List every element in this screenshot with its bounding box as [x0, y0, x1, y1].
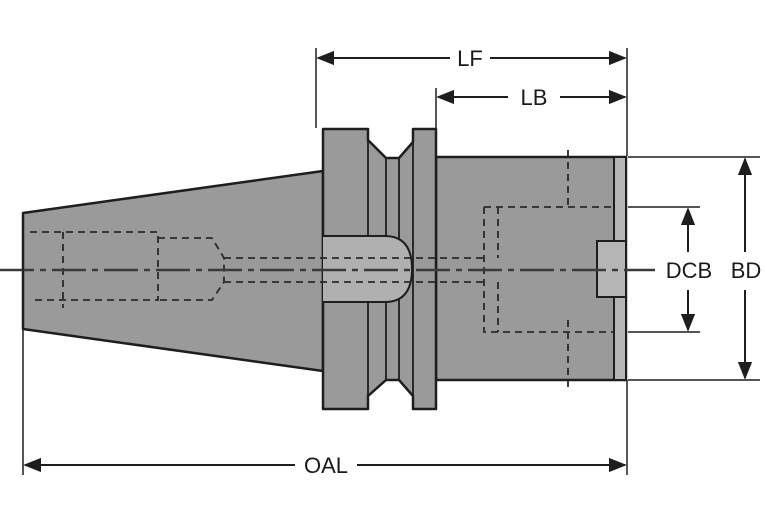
shank-body: [434, 155, 628, 382]
lb-label: LB: [521, 85, 548, 110]
extension-lines: [22, 48, 760, 475]
lf-label: LF: [457, 46, 483, 71]
oal-label: OAL: [304, 453, 348, 478]
dcb-label: DCB: [666, 258, 712, 283]
bd-label: BD: [731, 258, 762, 283]
tool-holder-body: [21, 127, 628, 411]
dimension-lines: [23, 50, 753, 473]
